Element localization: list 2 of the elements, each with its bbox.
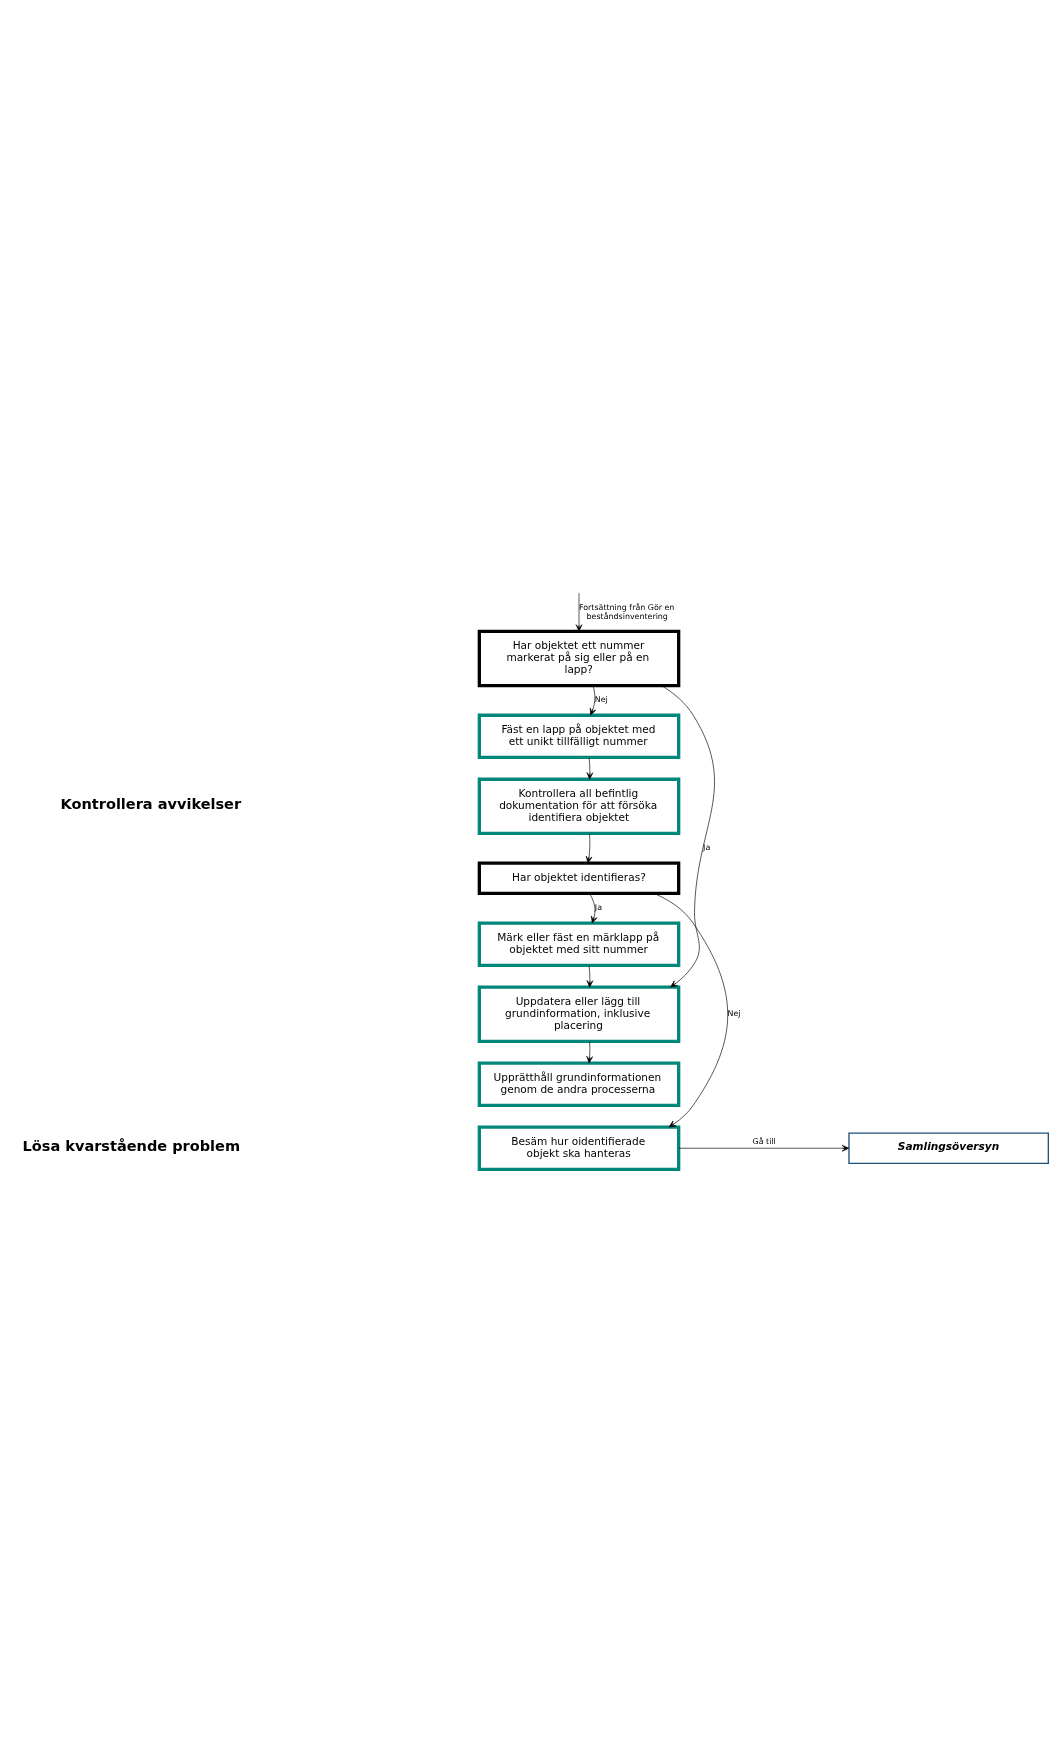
label: Kontrollera avvikelser [60,796,242,813]
label: Lösa kvarstående problem [22,1138,241,1155]
